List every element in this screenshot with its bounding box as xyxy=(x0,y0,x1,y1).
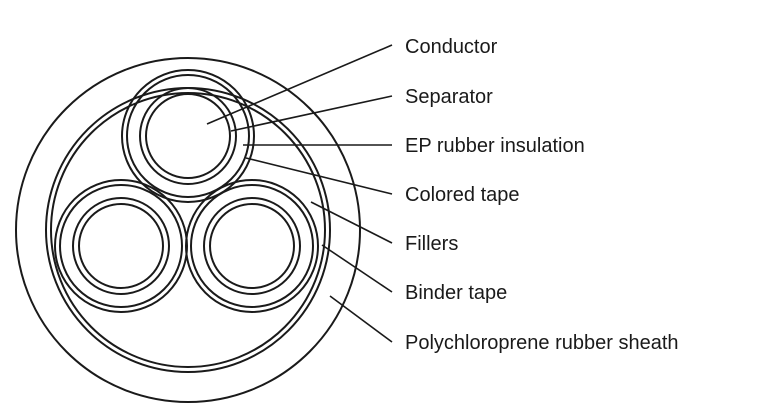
labels: Conductor Separator EP rubber insulation… xyxy=(405,36,679,354)
core-bottom-right xyxy=(185,179,319,313)
core-top-conductor xyxy=(145,93,231,179)
core-left-insulation-outer xyxy=(59,184,183,308)
label-separator: Separator xyxy=(405,86,493,108)
leader-binder-tape xyxy=(321,244,393,293)
leader-conductor xyxy=(206,44,393,125)
label-ep-insulation: EP rubber insulation xyxy=(405,135,585,157)
label-colored-tape: Colored tape xyxy=(405,184,520,206)
leader-separator xyxy=(230,95,393,132)
label-fillers: Fillers xyxy=(405,233,458,255)
core-right-separator xyxy=(203,197,301,295)
core-bottom-left xyxy=(54,179,188,313)
outer-sheath-circle xyxy=(15,57,361,403)
leader-sheath xyxy=(329,295,393,343)
label-sheath: Polychloroprene rubber sheath xyxy=(405,332,679,354)
leader-lines xyxy=(206,44,393,343)
leader-colored-tape xyxy=(245,157,393,195)
core-right-insulation-outer xyxy=(190,184,314,308)
core-right-conductor xyxy=(209,203,295,289)
leader-fillers xyxy=(310,201,393,244)
core-top-colored-tape xyxy=(121,69,255,203)
label-binder-tape: Binder tape xyxy=(405,282,507,304)
label-conductor: Conductor xyxy=(405,36,498,58)
core-right-colored-tape xyxy=(185,179,319,313)
core-top-insulation-outer xyxy=(126,74,250,198)
core-top-separator xyxy=(139,87,237,185)
core-left-conductor xyxy=(78,203,164,289)
core-left-separator xyxy=(72,197,170,295)
core-top xyxy=(121,69,255,203)
core-left-colored-tape xyxy=(54,179,188,313)
